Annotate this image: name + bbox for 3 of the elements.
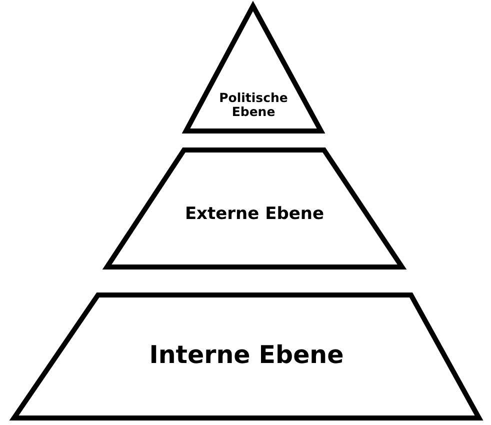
tier-label: Interne Ebene [148, 342, 345, 369]
tier-label: Externe Ebene [184, 205, 326, 224]
tier-label: Politische Ebene [218, 91, 289, 118]
